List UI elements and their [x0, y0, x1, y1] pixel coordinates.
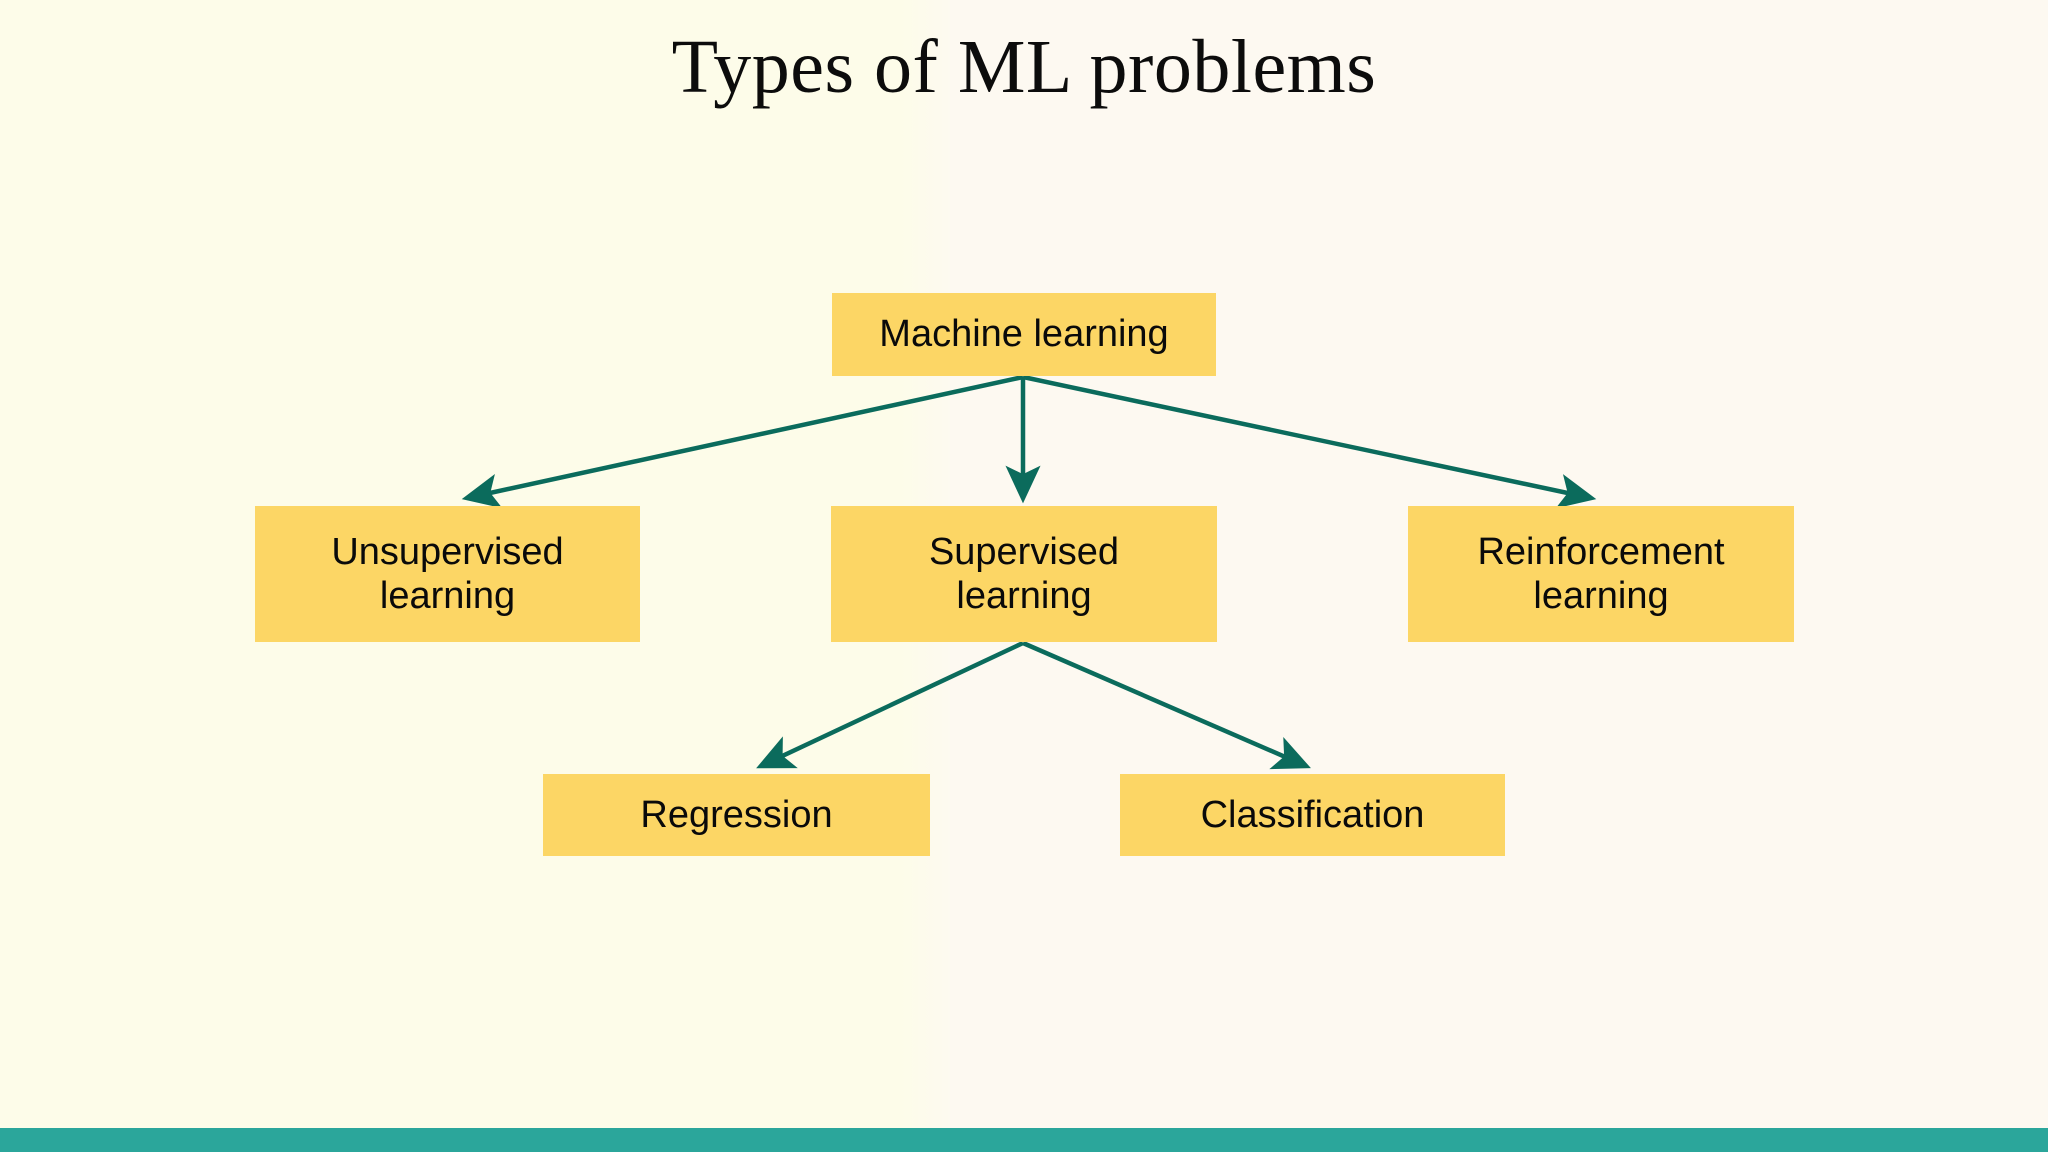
edge-ml-to-unsupervised — [461, 374, 1024, 509]
page-title: Types of ML problems — [671, 25, 1377, 109]
edge-ml-to-reinforcement — [1022, 374, 1597, 509]
edge-supervised-to-regression — [756, 640, 1024, 769]
node-machine-learning[interactable]: Machine learning — [832, 293, 1216, 376]
node-unsupervised-learning[interactable]: Unsupervised learning — [255, 506, 640, 642]
node-regression[interactable]: Regression — [543, 774, 930, 856]
node-reinforcement-learning[interactable]: Reinforcement learning — [1408, 506, 1794, 642]
node-supervised-learning[interactable]: Supervised learning — [831, 506, 1217, 642]
node-classification[interactable]: Classification — [1120, 774, 1505, 856]
edge-supervised-to-classification — [1022, 640, 1311, 770]
footer-accent-bar — [0, 1128, 2048, 1152]
